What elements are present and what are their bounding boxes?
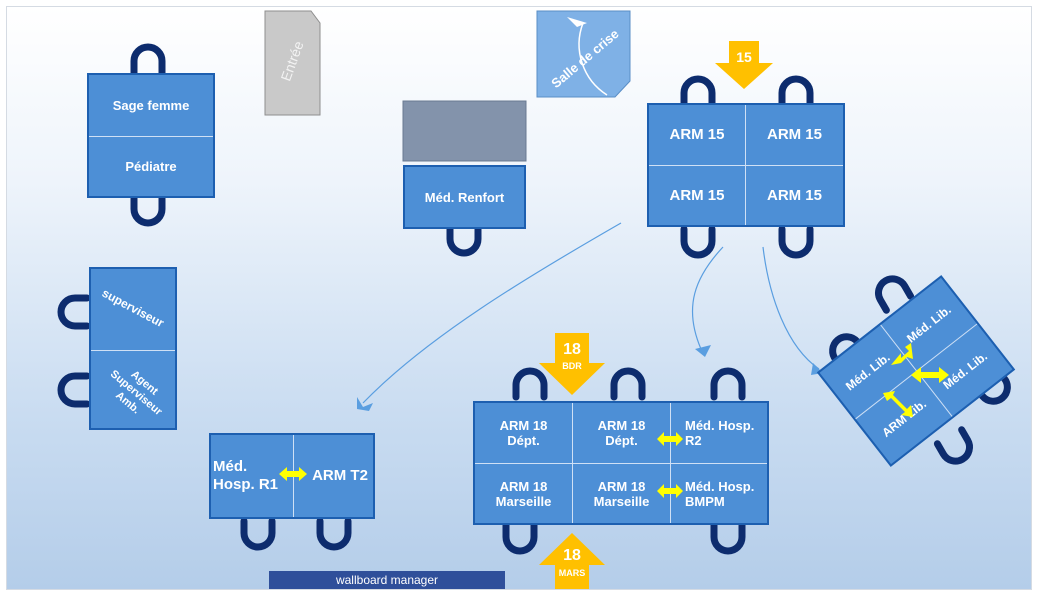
desk-arm-t2: ARM T2 xyxy=(312,467,368,484)
arrow-18-bdr-number: 18 xyxy=(563,341,581,358)
floor-plan-graphics xyxy=(7,10,1031,589)
desk-sage-femme-pediatre: Sage femme Pédiatre xyxy=(87,73,215,198)
desk-arm18-dept: ARM 18 Dépt. xyxy=(597,418,646,448)
desk-med-renfort-label: Méd. Renfort xyxy=(424,189,505,205)
desk-agent-superviseur: Agent Superviseur Amb. xyxy=(108,367,165,418)
desk-arm18-dept: ARM 18 Dépt. xyxy=(499,418,548,448)
desk-med-hosp-bmpm: Méd. Hosp. BMPM xyxy=(685,478,755,509)
chair-icon xyxy=(244,521,272,547)
chair-icon xyxy=(450,227,478,253)
desk-med-hosp-r1: Méd. Hosp. R1 xyxy=(213,458,279,493)
arrow-18-mars-icon xyxy=(539,533,605,589)
desk-arm15-cell: ARM 15 xyxy=(766,126,822,143)
desk-arm15: ARM 15 ARM 15 ARM 15 ARM 15 xyxy=(647,103,845,227)
desk-arm18: ARM 18 Dépt. ARM 18 Dépt. Méd. Hosp. R2 … xyxy=(473,401,769,525)
desk-med-hosp-r1-arm-t2: Méd. Hosp. R1 ARM T2 xyxy=(209,433,375,519)
chair-icon xyxy=(684,229,712,255)
desk-arm15-cell: ARM 15 xyxy=(669,126,725,143)
arrow-15-icon xyxy=(715,41,773,89)
desk-sage-femme: Sage femme xyxy=(112,98,190,113)
desk-superviseur: superviseur Agent Superviseur Amb. xyxy=(89,267,177,430)
desk-med-hosp-r2: Méd. Hosp. R2 xyxy=(685,418,755,448)
desk-arm15-cell: ARM 15 xyxy=(766,186,822,204)
exchange-arrows-lib-icon xyxy=(883,343,949,417)
desk-superviseur-label: superviseur xyxy=(99,285,167,331)
exchange-arrow-icon xyxy=(657,484,683,498)
salle-crise-room xyxy=(536,10,631,98)
renfort-screen xyxy=(402,100,527,162)
chair-icon xyxy=(937,430,974,467)
arrow-18-bdr-icon xyxy=(539,333,605,395)
chair-icon xyxy=(61,376,87,404)
chair-icon xyxy=(516,371,544,397)
chair-icon xyxy=(61,298,87,326)
chair-icon xyxy=(714,525,742,551)
chair-icon xyxy=(614,371,642,397)
desk-arm18-marseille: ARM 18 Marseille xyxy=(593,478,650,509)
arrow-18-bdr-sub: BDR xyxy=(562,361,582,371)
entree-room xyxy=(264,10,321,116)
chair-icon xyxy=(782,229,810,255)
exchange-arrow-icon xyxy=(657,432,683,446)
arrow-15-label: 15 xyxy=(736,49,752,65)
exchange-arrow-icon xyxy=(279,467,307,481)
desk-arm18-marseille: ARM 18 Marseille xyxy=(495,478,552,509)
desk-arm15-cell: ARM 15 xyxy=(669,186,725,204)
chair-icon xyxy=(134,47,162,73)
arrow-18-mars-number: 18 xyxy=(563,547,581,564)
floor-plan: Entrée Salle de crise Sage femme Pédiatr… xyxy=(6,6,1032,590)
chair-icon xyxy=(684,79,712,105)
chair-icon xyxy=(714,371,742,397)
chair-icon xyxy=(134,197,162,223)
chair-icon xyxy=(782,79,810,105)
desk-med-renfort: Méd. Renfort xyxy=(403,165,526,229)
chair-icon xyxy=(506,525,534,551)
desk-pediatre: Pédiatre xyxy=(125,159,177,174)
chair-icon xyxy=(320,521,348,547)
wallboard-manager: wallboard manager xyxy=(269,571,505,589)
arrow-18-mars-sub: MARS xyxy=(558,568,586,578)
